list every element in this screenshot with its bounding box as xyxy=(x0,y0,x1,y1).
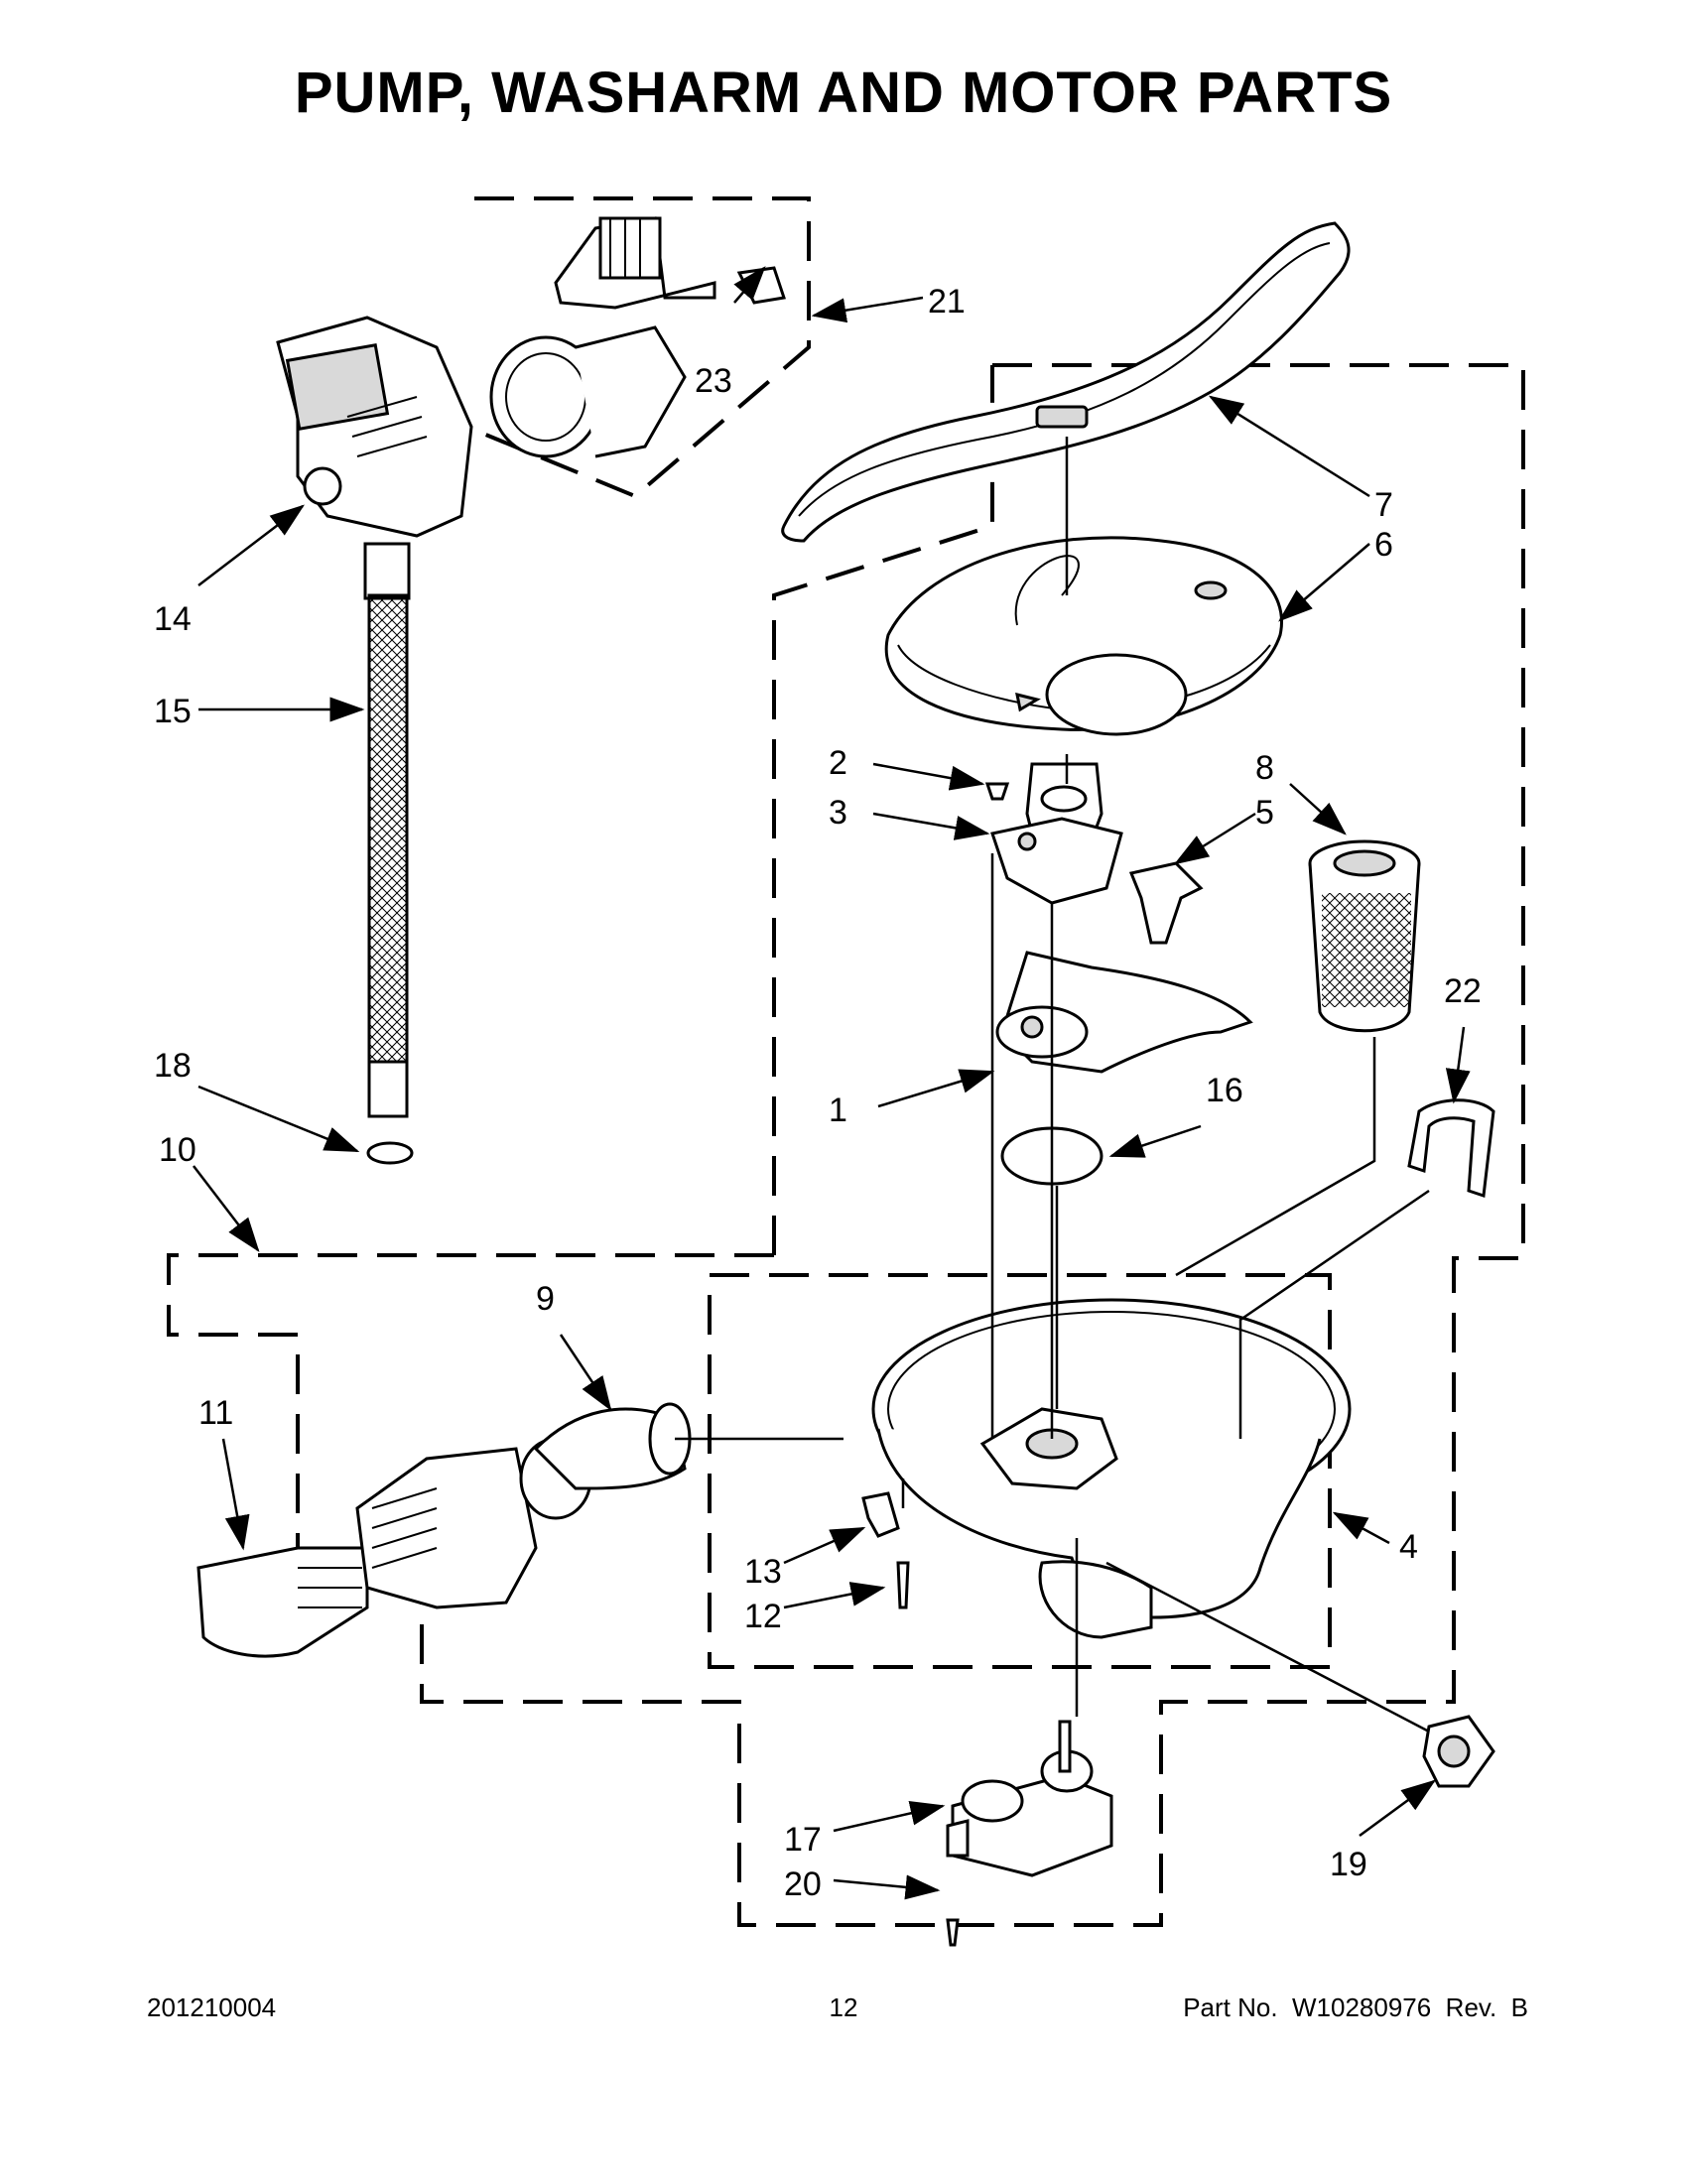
callout-16: 16 xyxy=(1206,1072,1243,1109)
callout-2: 2 xyxy=(829,744,847,782)
group-boundary-21 xyxy=(465,196,811,499)
diverter-motor-part xyxy=(946,1720,1113,1947)
callout-22: 22 xyxy=(1444,972,1482,1010)
callout-15: 15 xyxy=(154,693,192,730)
drain-hose-part xyxy=(363,542,414,1165)
turbidity-sensor-part xyxy=(1422,1715,1495,1788)
callout-6: 6 xyxy=(1374,526,1393,564)
circulation-housing-part xyxy=(489,216,786,458)
callout-8: 8 xyxy=(1255,749,1274,787)
callout-10: 10 xyxy=(159,1131,196,1169)
page-number: 12 xyxy=(829,1992,858,2022)
callout-13: 13 xyxy=(744,1553,782,1591)
filter-clip-part xyxy=(1407,1098,1495,1199)
filter-cover-part xyxy=(884,536,1283,736)
callout-4: 4 xyxy=(1399,1528,1418,1566)
motor-assembly-part xyxy=(196,1402,692,1658)
group-boundary-4 xyxy=(708,1273,1332,1669)
part-number: Part No. W10280976 Rev. B xyxy=(1183,1992,1528,2022)
callout-3: 3 xyxy=(829,794,847,832)
callout-20: 20 xyxy=(784,1865,822,1903)
callout-12: 12 xyxy=(744,1598,782,1635)
callout-19: 19 xyxy=(1330,1846,1367,1883)
callout-18: 18 xyxy=(154,1047,192,1085)
callout-17: 17 xyxy=(784,1821,822,1859)
callout-21: 21 xyxy=(928,283,966,321)
callout-5: 5 xyxy=(1255,794,1274,832)
callout-23: 23 xyxy=(695,362,732,400)
callout-11: 11 xyxy=(198,1394,233,1432)
drain-pump-part xyxy=(276,316,473,538)
callout-14: 14 xyxy=(154,600,192,638)
callout-7: 7 xyxy=(1374,486,1393,524)
sump-assembly-part xyxy=(871,1298,1352,1639)
callout-1: 1 xyxy=(829,1092,847,1129)
filter-part xyxy=(1308,839,1421,1033)
callout-9: 9 xyxy=(536,1280,555,1318)
pump-housing-parts xyxy=(984,762,1253,1186)
sensor-bracket-part xyxy=(861,1491,900,1538)
spray-arm-part xyxy=(781,221,1351,543)
screw-part xyxy=(896,1561,910,1609)
document-code: 201210004 xyxy=(147,1992,277,2022)
page-title: PUMP, WASHARM AND MOTOR PARTS xyxy=(294,61,1393,125)
